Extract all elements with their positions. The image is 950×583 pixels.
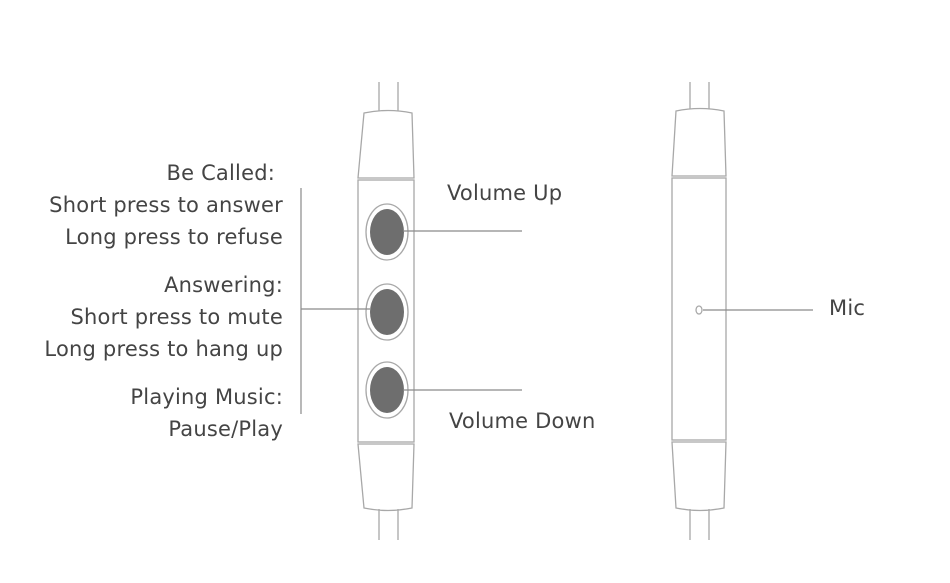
back-remote-body	[671, 177, 727, 441]
remote-buttons	[365, 203, 409, 419]
multifunction-button	[365, 283, 409, 341]
be-called-heading: Be Called:	[166, 161, 275, 185]
back-strain-relief-bottom	[671, 441, 727, 512]
left-bracket	[300, 188, 370, 414]
playing-music-group: Playing Music: Pause/Play	[130, 381, 283, 445]
be-called-long-press: Long press to refuse	[65, 225, 283, 249]
playing-music-heading: Playing Music:	[130, 385, 283, 409]
volume-down-button	[365, 361, 409, 419]
answering-long-press: Long press to hang up	[44, 337, 283, 361]
volume-down-label: Volume Down	[449, 409, 596, 433]
answering-heading: Answering:	[164, 273, 283, 297]
volume-up-label: Volume Up	[447, 181, 563, 205]
back-strain-relief-top	[671, 107, 727, 177]
playing-music-action: Pause/Play	[168, 417, 283, 441]
volume-up-button	[365, 203, 409, 261]
answering-short-press: Short press to mute	[70, 305, 283, 329]
answering-group: Answering: Short press to mute Long pres…	[44, 269, 283, 365]
be-called-group: Be Called: Short press to answer Long pr…	[49, 157, 283, 253]
mic-hole	[695, 305, 703, 315]
mic-label: Mic	[829, 296, 866, 320]
strain-relief-top	[357, 109, 415, 179]
remote-back-view	[671, 82, 727, 540]
be-called-short-press: Short press to answer	[49, 193, 283, 217]
strain-relief-bottom	[357, 443, 415, 512]
